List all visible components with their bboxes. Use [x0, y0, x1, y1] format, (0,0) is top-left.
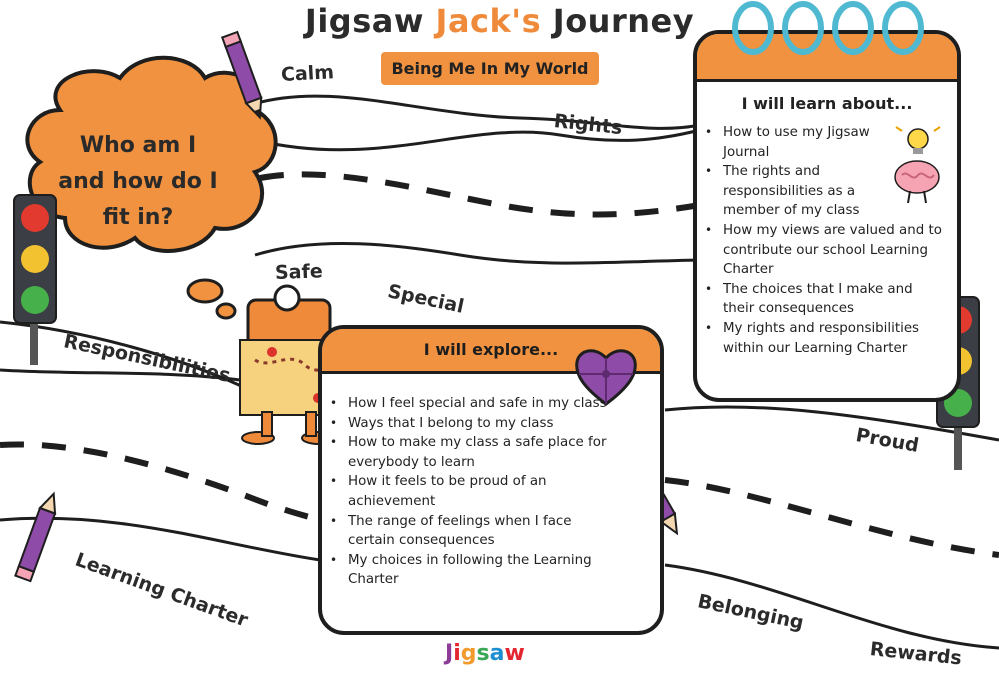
- cloud-line: fit in?: [102, 205, 174, 230]
- logo-letter: a: [489, 641, 505, 666]
- logo-letter: J: [445, 641, 454, 666]
- explore-item: The range of feelings when I face certai…: [322, 512, 620, 551]
- cloud-line: and how do I: [58, 169, 218, 194]
- pencil-icon: [14, 491, 57, 583]
- lightbulb-icon: [895, 126, 941, 154]
- calendar-ring-icon: [882, 1, 924, 55]
- pencil-icon: [220, 30, 263, 120]
- explore-list: How I feel special and safe in my class …: [322, 394, 660, 590]
- learn-item: How my views are valued and to contribut…: [697, 221, 947, 280]
- learn-card-heading: I will learn about...: [741, 94, 913, 113]
- thought-cloud: [25, 55, 278, 320]
- logo-letter: s: [476, 641, 490, 666]
- logo-letter: g: [460, 641, 477, 666]
- lightbulb-brain-art: [894, 126, 941, 204]
- explore-item: How it feels to be proud of an achieveme…: [322, 472, 620, 511]
- subtitle-badge: Being Me In My World: [381, 52, 599, 85]
- explore-item: My choices in following the Learning Cha…: [322, 551, 620, 590]
- explore-card: I will explore... How I feel special and…: [318, 325, 664, 635]
- logo-letter: w: [504, 641, 525, 666]
- title-part-1: Jigsaw: [304, 2, 436, 40]
- calendar-ring-icon: [832, 1, 874, 55]
- explore-item: How I feel special and safe in my class: [322, 394, 620, 414]
- jigsaw-logo: Jigsaw: [445, 641, 525, 666]
- page-title: Jigsaw Jack's Journey: [0, 2, 999, 40]
- calendar-ring-icon: [732, 1, 774, 55]
- learn-item: The choices that I make and their conseq…: [697, 280, 947, 319]
- road-word-safe: Safe: [274, 260, 324, 284]
- calendar-rings: [732, 1, 924, 55]
- calendar-ring-icon: [782, 1, 824, 55]
- brain-icon: [894, 160, 940, 204]
- learn-item: The rights and responsibilities as a mem…: [697, 162, 947, 221]
- learn-item: My rights and responsibilities within ou…: [697, 319, 947, 358]
- learn-list: How to use my Jigsaw Journal The rights …: [697, 123, 957, 358]
- puzzle-heart-icon: [575, 349, 637, 406]
- title-part-2: Journey: [541, 2, 695, 40]
- title-accent: Jack's: [435, 2, 542, 40]
- traffic-light-icon: [13, 194, 57, 365]
- explore-item: Ways that I belong to my class: [322, 414, 620, 434]
- learn-item: How to use my Jigsaw Journal: [697, 123, 947, 162]
- learn-card: I will learn about... How to use my Jigs…: [693, 30, 961, 402]
- thought-cloud-text: Who am I and how do I fit in?: [48, 128, 228, 236]
- road-word-calm: Calm: [280, 61, 335, 86]
- explore-item: How to make my class a safe place for ev…: [322, 433, 620, 472]
- logo-letter: i: [453, 641, 461, 666]
- cloud-line: Who am I: [79, 133, 197, 158]
